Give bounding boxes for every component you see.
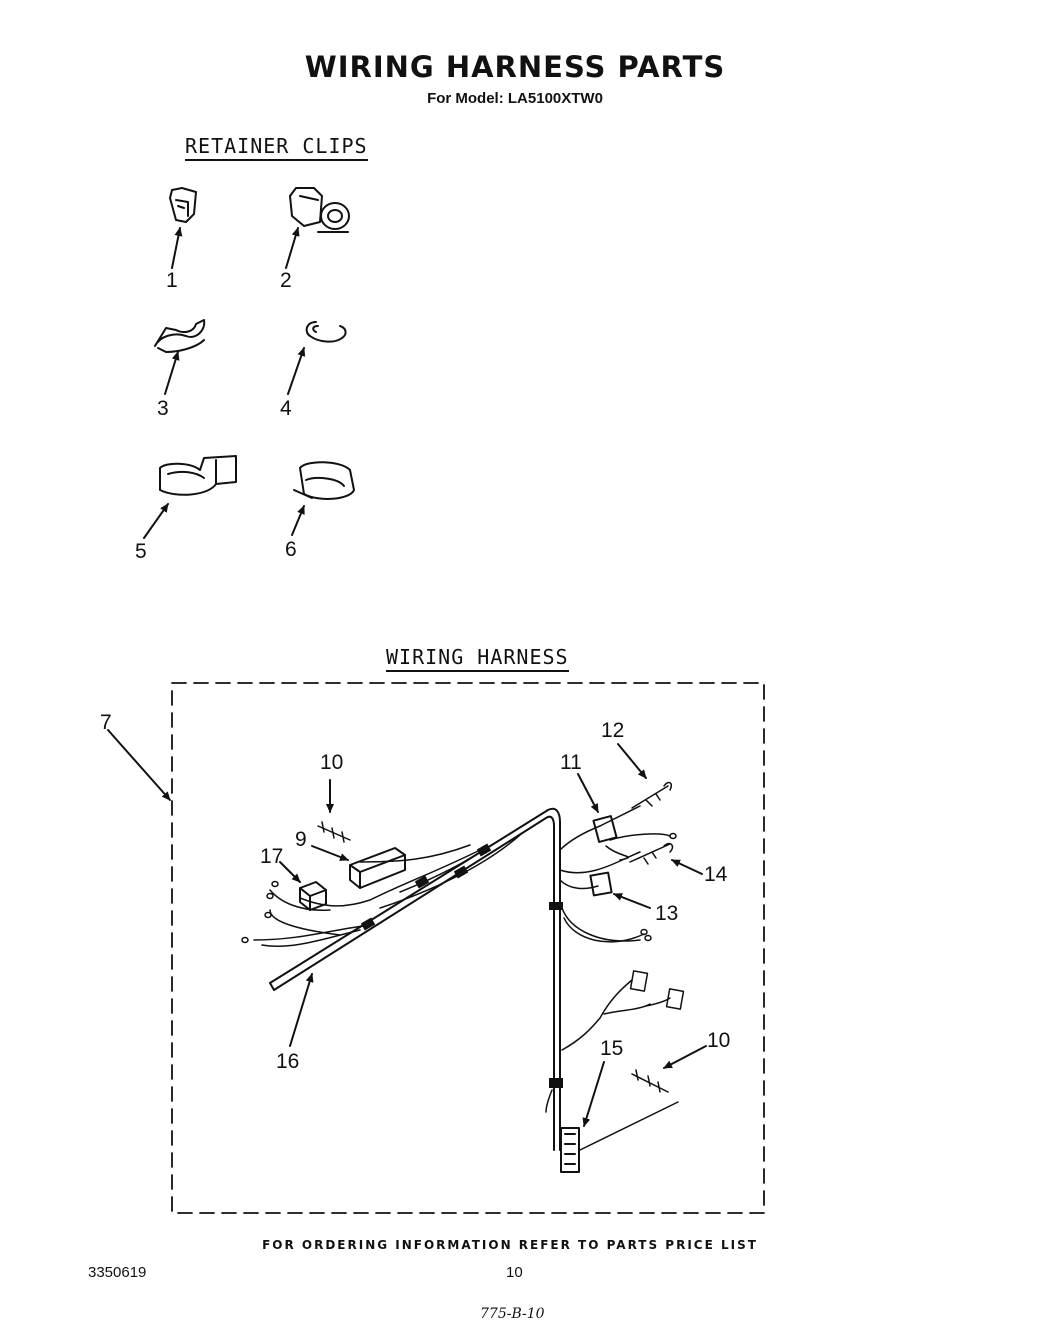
retainer-clip-4 — [305, 321, 347, 343]
ordering-note: FOR ORDERING INFORMATION REFER TO PARTS … — [262, 1238, 758, 1252]
callout-1: 1 — [166, 269, 178, 292]
callout-10-lower: 10 — [707, 1029, 731, 1052]
callout-6: 6 — [285, 538, 297, 561]
leader-15 — [582, 1061, 605, 1127]
part-13-connector — [589, 871, 613, 897]
harness-dashed-frame — [171, 682, 765, 1214]
callout-9: 9 — [295, 828, 307, 851]
harness-right-branches — [559, 805, 677, 943]
retainer-clip-6 — [293, 461, 355, 500]
leader-3 — [164, 351, 180, 395]
retainer-clips-heading: RETAINER CLIPS — [185, 134, 368, 161]
callout-2: 2 — [280, 269, 292, 292]
part-17-connector — [299, 881, 327, 911]
part-15-connector-block — [545, 1089, 679, 1173]
callout-3: 3 — [157, 397, 169, 420]
leader-14 — [671, 859, 703, 875]
retainer-clip-2 — [289, 187, 350, 233]
leader-12 — [617, 743, 647, 779]
leader-7 — [107, 729, 171, 801]
harness-lower-branches — [561, 970, 685, 1051]
leader-4 — [287, 347, 306, 395]
page-title: WIRING HARNESS PARTS — [304, 50, 726, 84]
leader-17 — [279, 861, 301, 883]
callout-4: 4 — [280, 397, 292, 420]
part-10-terminal-lower — [631, 1069, 669, 1093]
leader-10-lower — [663, 1045, 707, 1069]
harness-left-branches — [241, 834, 521, 948]
callout-15: 15 — [600, 1037, 624, 1060]
wiring-harness-heading: WIRING HARNESS — [386, 645, 569, 672]
part-10-terminal-upper — [317, 821, 351, 843]
callout-7: 7 — [100, 711, 112, 734]
leader-9 — [311, 845, 349, 861]
retainer-clip-3 — [154, 319, 206, 353]
callout-14: 14 — [704, 863, 728, 886]
callout-16: 16 — [276, 1050, 300, 1073]
part-14-terminal — [629, 842, 674, 865]
callout-13: 13 — [655, 902, 679, 925]
callout-11: 11 — [560, 751, 582, 774]
page-number: 10 — [506, 1264, 523, 1281]
part-9-terminal-block — [349, 847, 406, 889]
document-number: 3350619 — [88, 1264, 147, 1281]
leader-6 — [291, 505, 305, 536]
part-11-connector — [592, 815, 618, 843]
callout-10-upper: 10 — [320, 751, 344, 774]
harness-main-trunk — [269, 807, 563, 1151]
callout-5: 5 — [135, 540, 147, 563]
retainer-clip-1 — [169, 187, 197, 223]
retainer-clip-5 — [159, 455, 237, 496]
leader-1 — [171, 227, 183, 269]
part-12-terminal — [631, 781, 673, 809]
model-subtitle: For Model: LA5100XTW0 — [427, 90, 603, 107]
leader-2 — [285, 227, 300, 269]
callout-17: 17 — [260, 845, 284, 868]
leader-5 — [143, 503, 169, 539]
callout-12: 12 — [601, 719, 625, 742]
leader-11 — [577, 773, 599, 813]
leader-13 — [613, 893, 651, 909]
leader-16 — [289, 973, 314, 1047]
handwritten-note: 775-B-10 — [480, 1306, 545, 1322]
